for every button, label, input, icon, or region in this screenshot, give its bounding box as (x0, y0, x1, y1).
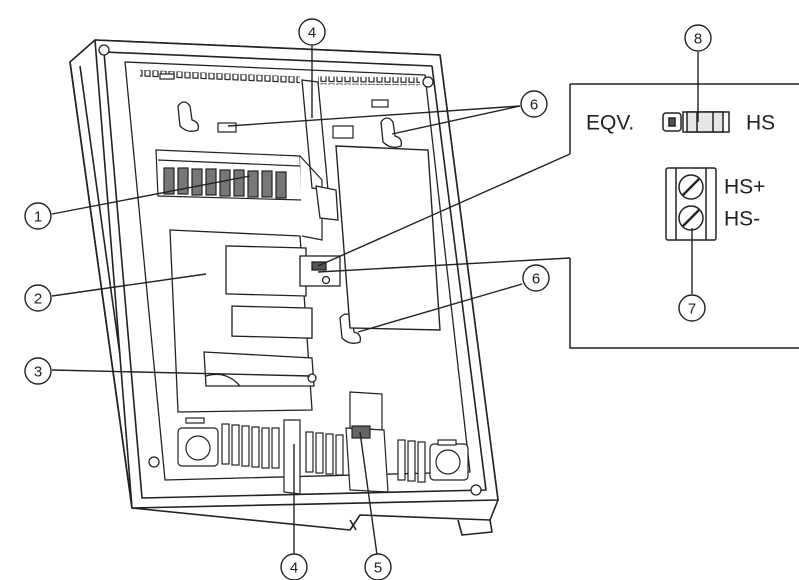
callout-7 (678, 294, 706, 322)
detail-inset (569, 83, 799, 350)
hs-minus-label: HS- (724, 208, 760, 231)
callout-4-top-label: 4 (308, 25, 316, 42)
leader-lines (51, 46, 699, 563)
callout-3 (24, 357, 52, 385)
callout-circles (24, 18, 712, 580)
screw-icon (470, 484, 482, 496)
screw-icon (148, 456, 160, 468)
hs-terminal (665, 167, 717, 241)
callout-4-bottom-label: 4 (290, 560, 298, 577)
bottom-vents (177, 391, 469, 495)
hs-plus-label: HS+ (724, 176, 765, 199)
vertical-channel (301, 79, 339, 221)
callout-6-bottom (522, 264, 550, 292)
keyhole-icon (177, 101, 200, 132)
callout-3-label: 3 (34, 364, 42, 381)
callout-2-label: 2 (34, 291, 42, 308)
callout-8 (684, 24, 712, 52)
pcb-area (169, 229, 315, 413)
callout-6-bottom-label: 6 (532, 271, 540, 288)
keyhole-icon (380, 117, 403, 148)
screw-icon (307, 373, 317, 383)
callout-1-label: 1 (34, 209, 42, 226)
callout-4-bottom (280, 553, 308, 580)
small-slots (159, 73, 389, 139)
eqv-jumper (662, 111, 730, 133)
eqv-label: EQV. (586, 112, 634, 135)
corner-screws (98, 44, 482, 496)
display-cutout (335, 145, 441, 331)
callout-6-top (520, 90, 548, 118)
callout-5-label: 5 (374, 560, 382, 577)
callout-1 (24, 202, 52, 230)
callout-7-label: 7 (688, 301, 696, 318)
callout-5 (364, 553, 392, 580)
screw-icon (98, 44, 110, 56)
top-vent-teeth (140, 68, 420, 86)
callout-6-top-label: 6 (530, 97, 538, 114)
hs-label: HS (746, 112, 775, 135)
callout-4-top (298, 18, 326, 46)
callout-2 (24, 284, 52, 312)
screw-icon (422, 76, 434, 88)
callout-8-label: 8 (694, 31, 702, 48)
